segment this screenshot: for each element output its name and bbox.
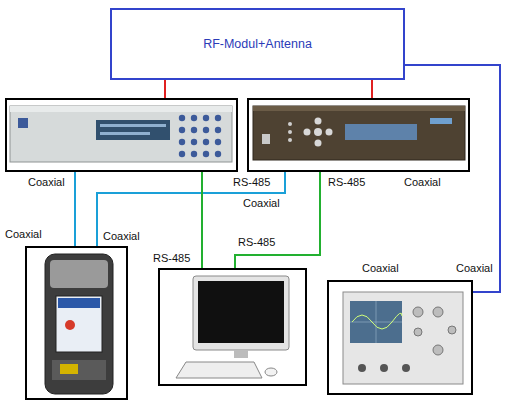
handheld-tester <box>45 254 113 394</box>
rack-unit-part <box>179 115 185 121</box>
oscilloscope-part <box>433 345 443 355</box>
equipment-box <box>327 280 473 395</box>
equipment-box <box>5 98 238 172</box>
rack-unit-part <box>10 106 232 112</box>
cable-line <box>74 172 76 246</box>
signal-label: Coaxial <box>404 176 441 189</box>
oscilloscope <box>343 292 463 384</box>
rack-unit-part <box>179 151 185 157</box>
rack-unit-part <box>288 130 292 134</box>
computer <box>176 276 289 378</box>
rack-unit-part <box>179 127 185 133</box>
cable-line <box>201 172 203 268</box>
oscilloscope-part <box>414 328 422 336</box>
oscilloscope-part <box>358 364 366 372</box>
rack-unit <box>253 106 465 160</box>
oscilloscope-part <box>413 307 423 317</box>
handheld-tester-part <box>56 296 102 352</box>
handheld-tester-part <box>45 254 113 394</box>
handheld-tester-part <box>60 364 78 374</box>
handheld-tester-part <box>52 360 106 380</box>
oscilloscope-part <box>433 307 443 317</box>
cable-label: Coaxial <box>456 262 493 275</box>
rack-unit-part <box>288 122 292 126</box>
cable-label: Coaxial <box>243 197 280 210</box>
cable-line <box>405 65 500 292</box>
cable-label: RS-485 <box>238 236 275 249</box>
rack-unit-part <box>203 127 209 133</box>
rack-unit <box>10 106 232 162</box>
rack-unit-part <box>215 151 221 157</box>
rack-unit-part <box>179 139 185 145</box>
rack-unit-part <box>315 140 322 147</box>
rack-unit-part <box>253 106 465 111</box>
rack-unit-part <box>18 118 28 128</box>
cable-line <box>97 172 285 246</box>
rack-unit-part <box>100 132 150 135</box>
cable-line <box>164 80 166 98</box>
rack-unit-part <box>315 118 322 125</box>
signal-label: Coaxial <box>103 230 140 243</box>
rack-unit-part <box>203 115 209 121</box>
rack-unit-part <box>430 118 452 124</box>
signal-label: RS-485 <box>153 252 190 265</box>
rack-unit-part <box>215 139 221 145</box>
rack-unit-part <box>203 151 209 157</box>
rack-unit-part <box>96 120 170 140</box>
rack-unit-part <box>345 124 417 140</box>
rack-unit-part <box>100 124 166 127</box>
computer-part <box>176 362 262 378</box>
equipment-box <box>158 268 307 386</box>
cable-label: RS-485 <box>233 176 270 189</box>
oscilloscope-part <box>380 364 388 372</box>
rack-unit-part <box>253 106 465 160</box>
handheld-tester-part <box>58 298 100 308</box>
equipment-box <box>25 246 128 400</box>
signal-label: RS-485 <box>328 176 365 189</box>
rack-unit-part <box>262 134 270 144</box>
rack-unit-part <box>314 128 322 136</box>
cable-label: Coaxial <box>28 176 65 189</box>
rack-unit-part <box>304 129 311 136</box>
rack-unit-part <box>10 106 232 162</box>
computer-part <box>198 281 284 343</box>
computer-part <box>193 276 289 350</box>
handheld-tester-part <box>50 260 108 288</box>
rack-unit-part <box>215 127 221 133</box>
rack-unit-part <box>326 129 333 136</box>
handheld-tester-part <box>65 320 75 330</box>
rack-unit-part <box>191 139 197 145</box>
equipment-box <box>247 98 470 172</box>
oscilloscope-part <box>350 301 402 343</box>
rack-unit-part <box>203 139 209 145</box>
computer-part <box>234 350 248 358</box>
rack-unit-part <box>288 138 292 142</box>
signal-label: Coaxial <box>362 262 399 275</box>
rack-unit-part <box>215 115 221 121</box>
node-label: RF-Modul+Antenna <box>203 37 312 51</box>
module-box: RF-Modul+Antenna <box>110 8 405 80</box>
oscilloscope-part <box>402 364 410 372</box>
oscilloscope-part <box>352 313 402 329</box>
computer-part <box>265 368 277 376</box>
oscilloscope-part <box>343 292 463 384</box>
rack-unit-part <box>191 127 197 133</box>
oscilloscope-part <box>448 326 456 334</box>
cable-line <box>371 80 373 98</box>
rack-unit-part <box>191 115 197 121</box>
oscilloscope-part <box>350 301 402 343</box>
rack-unit-part <box>191 151 197 157</box>
signal-label: Coaxial <box>5 228 42 241</box>
